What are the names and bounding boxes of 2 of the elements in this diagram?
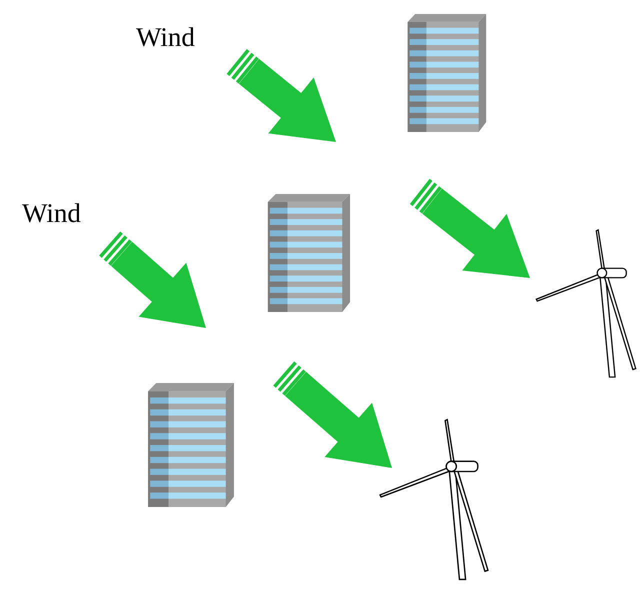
wind-label: Wind xyxy=(22,198,81,229)
wind-label: Wind xyxy=(136,22,195,53)
